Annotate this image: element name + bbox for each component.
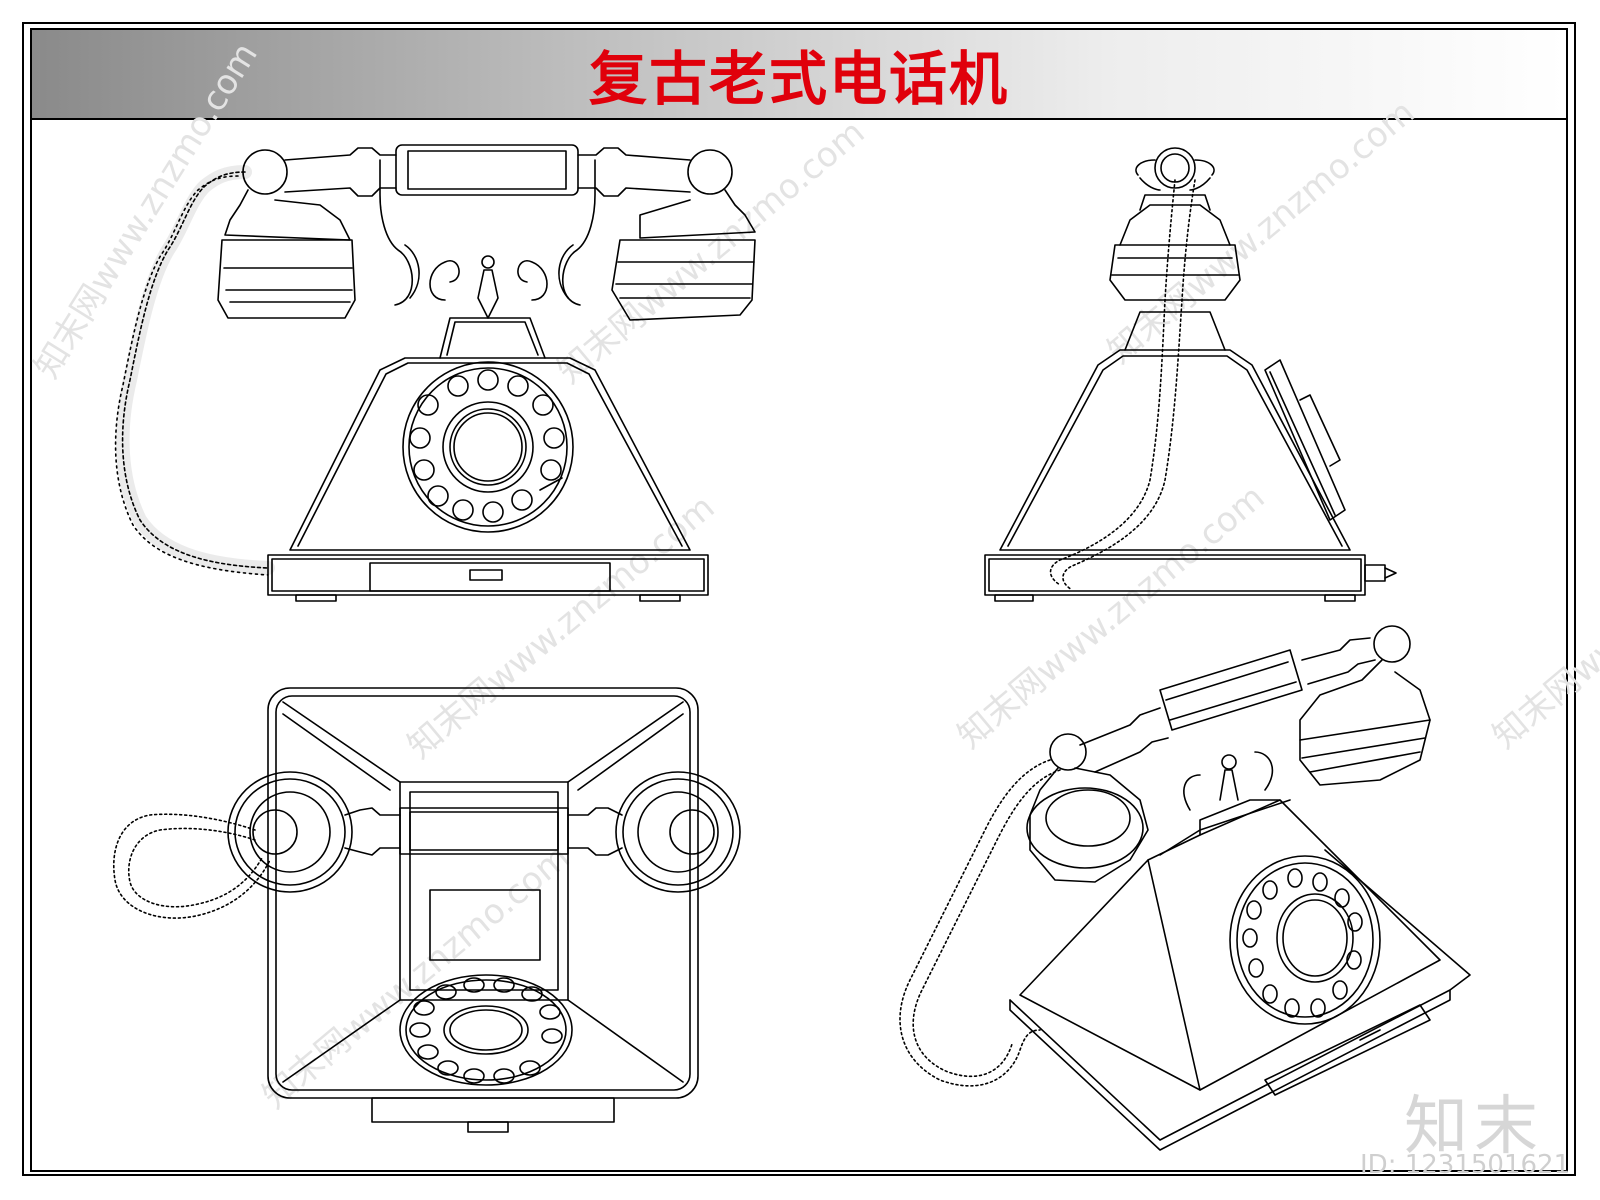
- outer-frame: [22, 22, 1576, 1176]
- iso-handset: [1026, 625, 1431, 883]
- iso-base: [1009, 849, 1471, 1141]
- side-coiled-cord: [1049, 179, 1176, 586]
- front-handset: [217, 144, 756, 321]
- front-body: [289, 357, 691, 551]
- side-view: [984, 147, 1397, 602]
- top-rotary-dial: [399, 974, 573, 1086]
- inner-frame: [30, 28, 1568, 1172]
- iso-coiled-cord: [899, 759, 1051, 1087]
- isometric-view: [899, 625, 1471, 1151]
- side-base: [984, 554, 1366, 596]
- top-coiled-cord: [113, 813, 271, 919]
- watermark-logo: 知末: [1404, 1090, 1544, 1164]
- title-bar: 复古老式电话机: [32, 30, 1566, 120]
- top-handset: [227, 771, 741, 893]
- watermark-id: ID: 1231501621: [1360, 1150, 1571, 1180]
- top-view: [113, 687, 741, 1133]
- front-rotary-dial: [402, 361, 574, 533]
- front-view: [114, 144, 756, 602]
- side-body: [999, 349, 1351, 551]
- front-drawer: [369, 562, 611, 592]
- iso-rotary-dial: [1229, 855, 1381, 1025]
- page-title: 复古老式电话机: [588, 45, 1009, 113]
- front-base: [267, 554, 709, 596]
- front-coiled-cord: [115, 165, 275, 575]
